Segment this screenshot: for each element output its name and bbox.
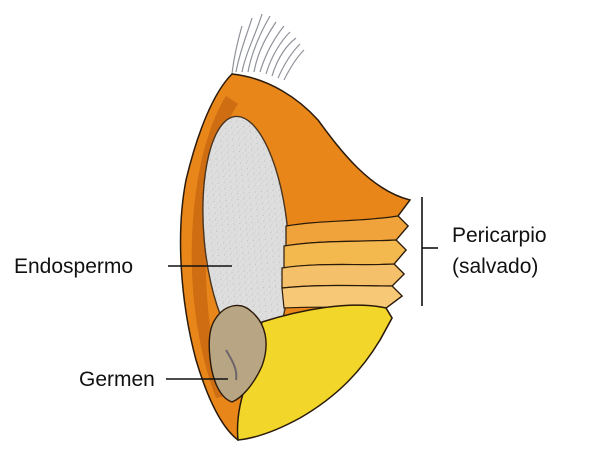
pericarp-label: Pericarpio — [452, 223, 547, 249]
brush-hairs — [232, 14, 304, 80]
pericarp-sublabel: (salvado) — [452, 254, 538, 280]
pericarp-bracket — [422, 197, 438, 306]
germ-label: Germen — [79, 367, 155, 393]
pericarp-layers — [282, 216, 408, 308]
endosperm-label: Endospermo — [14, 254, 133, 280]
